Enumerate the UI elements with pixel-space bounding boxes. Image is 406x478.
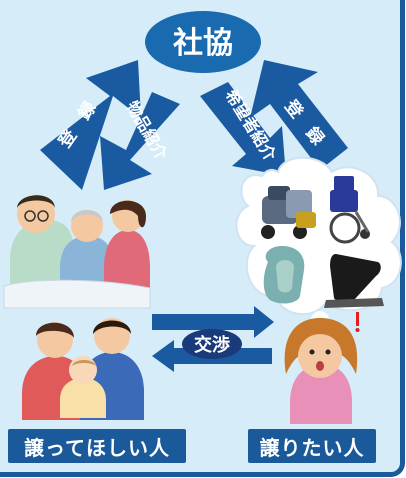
receiver-label: 譲ってほしい人 [24,435,170,460]
family-caregivers-illustration [3,195,151,309]
family-with-baby-illustration [22,318,144,420]
giver-woman-illustration [284,312,360,424]
center-node [145,11,261,73]
negotiation-badge [182,329,242,359]
arrow-left-introduce: 物品紹介 [100,92,180,190]
car-seat-icon [263,246,305,304]
giver-label-box: 譲りたい人 [248,429,376,463]
negotiation-label: 交渉 [194,334,230,356]
center-node-label: 社協 [173,26,233,61]
baby-bouncer-icon [324,254,384,308]
arrow-negotiation-right [152,306,274,338]
receiver-label-box: 譲ってほしい人 [8,429,186,463]
mobility-scooter-icon [261,186,316,239]
giver-label: 譲りたい人 [259,435,365,460]
wheelchair-icon [329,176,370,244]
